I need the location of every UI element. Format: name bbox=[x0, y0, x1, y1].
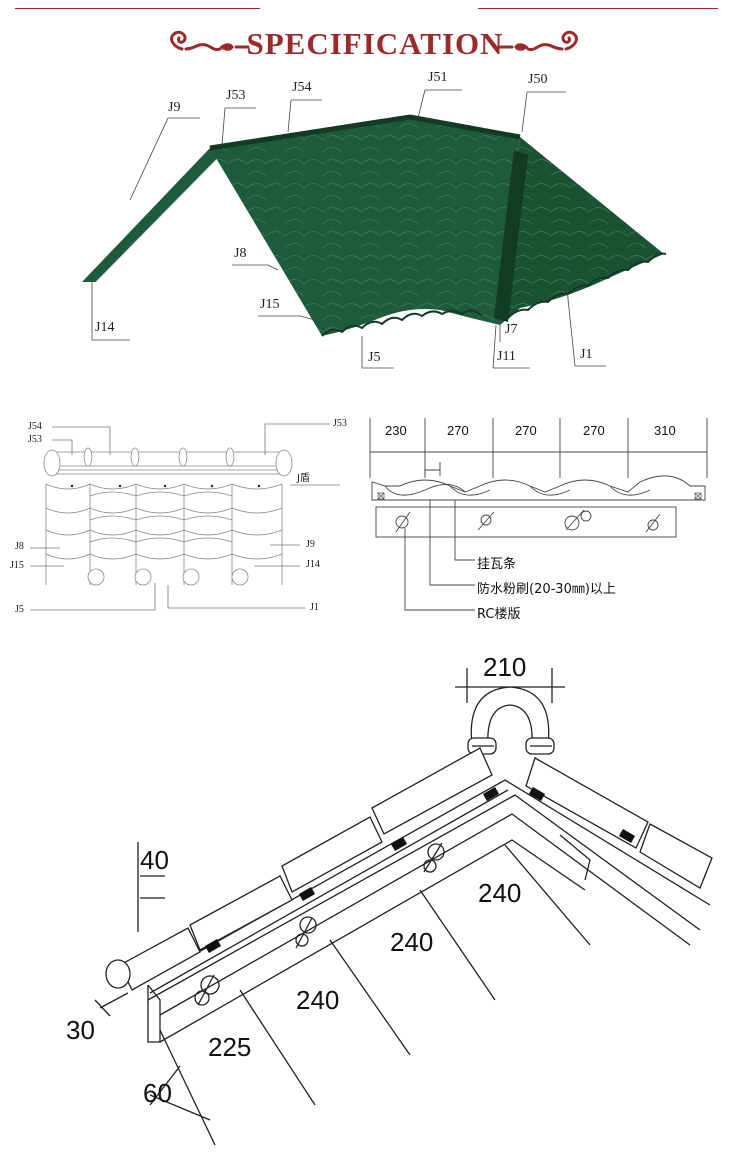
roof-illustration bbox=[82, 89, 667, 369]
detail-dim-seg1: 225 bbox=[208, 1032, 252, 1062]
cloud-ornament-right-icon bbox=[498, 30, 578, 51]
detail-dim-eave-height: 40 bbox=[140, 845, 169, 875]
section-dim-3: 270 bbox=[515, 423, 537, 438]
header-line-right bbox=[478, 8, 718, 9]
roof-label-j54: J54 bbox=[292, 80, 312, 95]
front-label-j9: J9 bbox=[306, 539, 315, 550]
front-label-j1: J1 bbox=[310, 602, 319, 613]
front-label-j54: J54 bbox=[28, 421, 42, 432]
roof-label-j5: J5 bbox=[368, 350, 381, 365]
detail-dim-seg3: 240 bbox=[390, 927, 434, 957]
section-dim-4: 270 bbox=[583, 423, 605, 438]
front-label-j15: J15 bbox=[10, 560, 24, 571]
front-label-jdun: J盾 bbox=[297, 473, 310, 484]
roof-label-j8: J8 bbox=[234, 246, 247, 261]
section-note-slab: RC楼版 bbox=[477, 607, 521, 622]
front-label-j53-right: J53 bbox=[333, 418, 347, 429]
page-title: SPECIFICATION bbox=[246, 26, 504, 61]
roof-label-j53: J53 bbox=[226, 88, 246, 103]
section-dim-1: 230 bbox=[385, 423, 407, 438]
roof-label-j1: J1 bbox=[580, 347, 593, 362]
detail-dim-eave-offset: 30 bbox=[66, 1015, 95, 1045]
header: SPECIFICATION bbox=[0, 0, 750, 80]
section-view bbox=[369, 418, 708, 611]
section-note-waterproof: 防水粉刷(20-30㎜)以上 bbox=[477, 582, 616, 597]
section-dim-5: 310 bbox=[654, 423, 676, 438]
detail-dim-seg2: 240 bbox=[296, 985, 340, 1015]
front-elevation bbox=[30, 423, 340, 611]
header-ornaments bbox=[170, 30, 578, 51]
cloud-ornament-left-icon bbox=[170, 30, 250, 51]
section-dim-2: 270 bbox=[447, 423, 469, 438]
roof-label-j50: J50 bbox=[528, 72, 548, 87]
roof-label-j9: J9 bbox=[168, 100, 181, 115]
roof-label-j51: J51 bbox=[428, 70, 448, 85]
detail-dim-bottom: 60 bbox=[143, 1078, 172, 1108]
front-label-j8: J8 bbox=[15, 541, 24, 552]
front-label-j5: J5 bbox=[15, 604, 24, 615]
roof-label-j15: J15 bbox=[260, 297, 280, 312]
front-label-j53-left: J53 bbox=[28, 434, 42, 445]
front-label-j14: J14 bbox=[306, 559, 320, 570]
roof-label-j7: J7 bbox=[505, 322, 518, 337]
detail-dim-ridge: 210 bbox=[483, 652, 527, 682]
roof-label-j14: J14 bbox=[95, 320, 115, 335]
gable-slope bbox=[82, 148, 218, 282]
roof-label-j11: J11 bbox=[497, 349, 516, 364]
header-line-left bbox=[15, 8, 260, 9]
section-note-batten: 挂瓦条 bbox=[477, 557, 517, 572]
hip-ridge bbox=[494, 150, 528, 322]
detail-dim-seg4: 240 bbox=[478, 878, 522, 908]
